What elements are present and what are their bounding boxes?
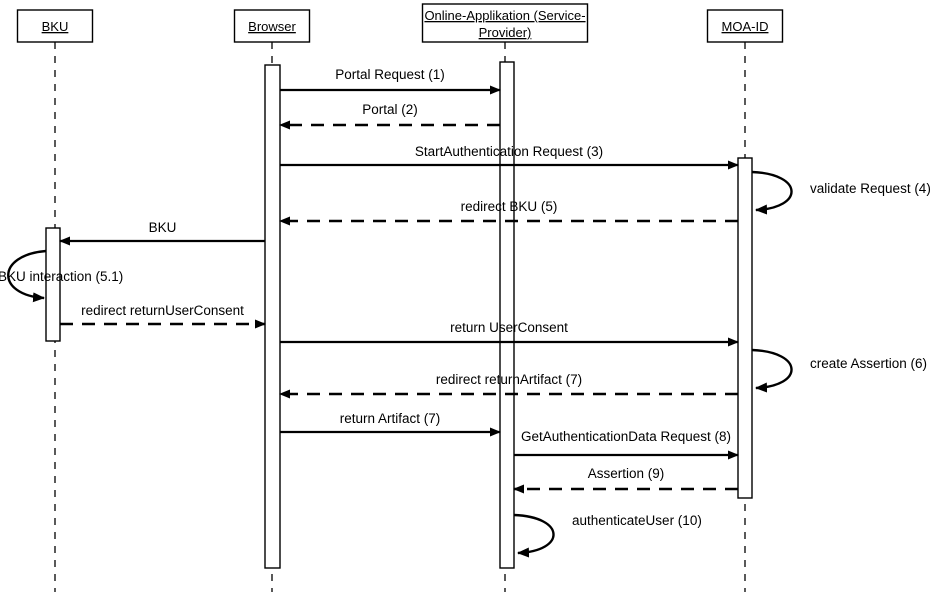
- self-message-arrow-4: [751, 170, 793, 215]
- message-label-7: BKU interaction (5.1): [0, 269, 123, 284]
- activation-bar-oa: [499, 61, 515, 569]
- self-message-arrow-7: [7, 249, 47, 303]
- participant-label-oa: Provider): [479, 25, 532, 40]
- message-8: redirect returnUserConsent: [60, 303, 266, 329]
- message-label-14: Assertion (9): [588, 466, 665, 481]
- message-label-4: validate Request (4): [810, 181, 931, 196]
- message-1: Portal Request (1): [280, 67, 501, 95]
- message-label-3: StartAuthentication Request (3): [415, 144, 603, 159]
- message-label-15: authenticateUser (10): [572, 513, 702, 528]
- activation-bar-browser: [264, 64, 281, 569]
- message-5: redirect BKU (5): [279, 199, 738, 226]
- message-label-2: Portal (2): [362, 102, 418, 117]
- message-14: Assertion (9): [513, 466, 738, 494]
- message-label-10: create Assertion (6): [810, 356, 927, 371]
- self-message-arrow-15: [513, 513, 555, 558]
- participant-box-bku: [16, 9, 94, 43]
- message-12: return Artifact (7): [280, 411, 501, 437]
- activations-group: [45, 61, 753, 569]
- message-label-11: redirect returnArtifact (7): [436, 372, 582, 387]
- message-label-9: return UserConsent: [450, 320, 568, 335]
- participant-label-moaid: MOA-ID: [722, 19, 769, 34]
- message-3: StartAuthentication Request (3): [280, 144, 739, 170]
- activation-bar-bku: [45, 227, 61, 342]
- message-label-6: BKU: [149, 220, 177, 235]
- participant-box-browser: [233, 9, 311, 43]
- message-11: redirect returnArtifact (7): [279, 372, 738, 399]
- message-label-5: redirect BKU (5): [461, 199, 558, 214]
- message-9: return UserConsent: [280, 320, 739, 347]
- message-label-8: redirect returnUserConsent: [81, 303, 244, 318]
- message-label-1: Portal Request (1): [335, 67, 445, 82]
- message-2: Portal (2): [279, 102, 500, 130]
- participant-headers-group: BKU Browser Online-Applikation (Service- Pr…: [16, 3, 784, 43]
- participant-box-moaid: [706, 9, 784, 43]
- message-label-13: GetAuthenticationData Request (8): [521, 429, 731, 444]
- self-message-arrow-10: [751, 348, 793, 393]
- message-4: validate Request (4): [751, 170, 931, 215]
- activation-bar-moaid: [737, 157, 753, 499]
- participant-label-oa: Online-Applikation (Service-: [424, 8, 585, 23]
- participant-box-oa: [421, 3, 589, 43]
- message-13: GetAuthenticationData Request (8): [514, 429, 739, 460]
- participant-label-browser: Browser: [248, 19, 296, 34]
- message-7: BKU interaction (5.1): [0, 249, 123, 303]
- message-15: authenticateUser (10): [513, 513, 702, 558]
- messages-group: Portal Request (1) Portal (2) StartAuthent…: [0, 67, 931, 558]
- message-6: BKU: [59, 220, 265, 246]
- message-label-12: return Artifact (7): [340, 411, 441, 426]
- message-10: create Assertion (6): [751, 348, 927, 393]
- participant-label-bku: BKU: [42, 19, 69, 34]
